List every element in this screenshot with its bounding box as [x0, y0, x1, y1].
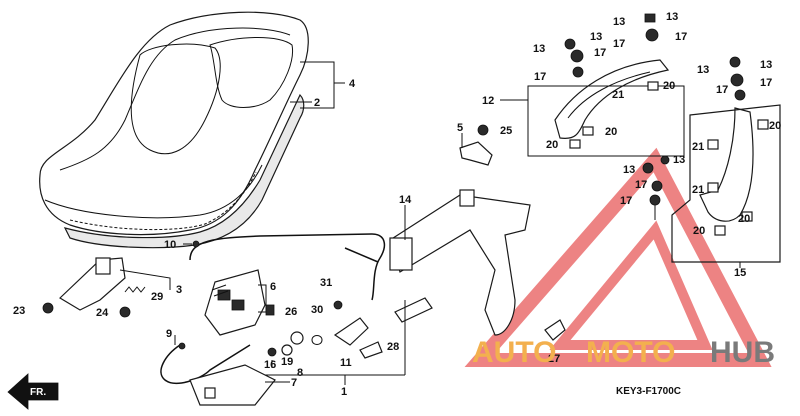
- label-6: 6: [270, 281, 276, 293]
- label-20f: 20: [693, 225, 705, 237]
- cable-10: [183, 233, 386, 301]
- label-15: 15: [734, 267, 746, 279]
- cable-9: [160, 335, 251, 384]
- label-7: 7: [291, 377, 297, 389]
- label-13a: 13: [613, 16, 625, 28]
- small-parts: [265, 297, 566, 385]
- grab-rail-hardware: [564, 13, 746, 149]
- label-17d: 17: [534, 71, 546, 83]
- lock-assembly-6: [204, 269, 275, 336]
- label-13c: 13: [533, 43, 545, 55]
- grab-rail-12: [500, 59, 685, 157]
- label-9: 9: [166, 328, 172, 340]
- hinge-3: [42, 257, 171, 318]
- label-17b: 17: [675, 31, 687, 43]
- label-25: 25: [500, 125, 512, 137]
- label-20e: 20: [738, 213, 750, 225]
- label-30: 30: [311, 304, 323, 316]
- watermark-logo: [464, 147, 772, 367]
- label-21b: 21: [692, 141, 704, 153]
- label-27: 27: [548, 353, 560, 365]
- label-13g: 13: [623, 164, 635, 176]
- watermark-moto: MOTO: [586, 336, 675, 369]
- label-21c: 21: [692, 184, 704, 196]
- label-5: 5: [457, 122, 463, 134]
- label-13f: 13: [760, 59, 772, 71]
- label-20b: 20: [605, 126, 617, 138]
- watermark-triangle-outer: [464, 147, 772, 367]
- label-13e: 13: [697, 64, 709, 76]
- label-17g: 17: [635, 179, 647, 191]
- seat-drawing: [39, 11, 309, 249]
- bracket-hardware: [642, 155, 670, 220]
- label-17f: 17: [716, 84, 728, 96]
- label-21a: 21: [612, 89, 624, 101]
- label-17c: 17: [594, 47, 606, 59]
- label-12: 12: [482, 95, 494, 107]
- label-11: 11: [340, 357, 352, 369]
- label-3: 3: [176, 284, 182, 296]
- label-13d: 13: [590, 31, 602, 43]
- label-20c: 20: [546, 139, 558, 151]
- label-13b: 13: [666, 11, 678, 23]
- label-4: 4: [349, 78, 356, 90]
- drawing-code: KEY3-F1700C: [616, 386, 681, 397]
- label-2: 2: [314, 97, 320, 109]
- label-17h: 17: [620, 195, 632, 207]
- label-20d: 20: [769, 120, 781, 132]
- frame-bracket-14: [389, 189, 531, 336]
- label-13h: 13: [673, 154, 685, 166]
- label-17a: 17: [613, 38, 625, 50]
- latch-plate-7: [189, 364, 290, 406]
- label-8: 8: [297, 367, 303, 379]
- label-31: 31: [320, 277, 332, 289]
- label-10: 10: [164, 239, 176, 251]
- label-20a: 20: [663, 80, 675, 92]
- label-19: 19: [281, 356, 293, 368]
- label-23: 23: [13, 305, 25, 317]
- rear-bracket-15: [671, 104, 781, 268]
- watermark-hub: HUB: [710, 336, 775, 369]
- front-direction-arrow: FR.: [7, 373, 59, 410]
- label-24: 24: [96, 307, 109, 319]
- label-1: 1: [341, 386, 347, 398]
- watermark-text: AUTO MOTO HUB: [472, 336, 775, 369]
- label-16: 16: [264, 359, 276, 371]
- label-29: 29: [151, 291, 163, 303]
- label-28: 28: [387, 341, 399, 353]
- label-17e: 17: [760, 77, 772, 89]
- front-direction-label: FR.: [30, 387, 46, 398]
- part-5-25: [459, 124, 493, 166]
- label-14: 14: [399, 194, 412, 206]
- label-26: 26: [285, 306, 297, 318]
- seat-leaders: [290, 61, 345, 109]
- watermark-auto: AUTO: [472, 336, 556, 369]
- watermark-triangle-inner: [549, 220, 713, 350]
